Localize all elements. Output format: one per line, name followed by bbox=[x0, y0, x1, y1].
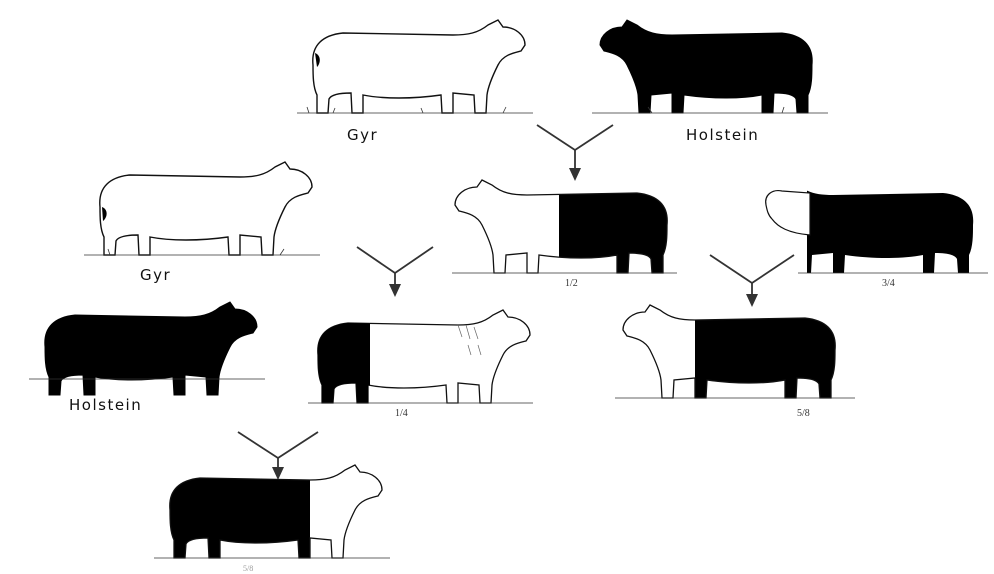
label-holstein-middle: Holstein bbox=[69, 398, 142, 413]
holstein-parent-middle bbox=[29, 302, 265, 395]
label-three-quarter: 3/4 bbox=[882, 279, 895, 289]
gyr-parent-top bbox=[297, 20, 533, 113]
label-gyr-middle: Gyr bbox=[140, 268, 171, 283]
cow-five-eighths bbox=[615, 305, 855, 398]
cross-arrow-1 bbox=[537, 125, 613, 181]
cow-three-quarter bbox=[758, 175, 988, 280]
label-one-quarter: 1/4 bbox=[395, 409, 408, 419]
gyr-parent-middle bbox=[84, 162, 320, 255]
label-gyr-top: Gyr bbox=[347, 128, 378, 143]
cow-one-quarter bbox=[308, 310, 533, 403]
cow-bottom bbox=[154, 465, 390, 558]
label-bottom: 5/8 bbox=[243, 565, 253, 573]
cow-one-half bbox=[452, 180, 677, 273]
label-holstein-top: Holstein bbox=[686, 128, 759, 143]
holstein-parent-top bbox=[592, 20, 828, 113]
label-five-eighths: 5/8 bbox=[797, 409, 810, 419]
cross-arrow-3 bbox=[710, 255, 794, 307]
cross-arrow-4 bbox=[238, 432, 318, 480]
cross-arrow-2 bbox=[357, 247, 433, 297]
label-one-half: 1/2 bbox=[565, 279, 578, 289]
